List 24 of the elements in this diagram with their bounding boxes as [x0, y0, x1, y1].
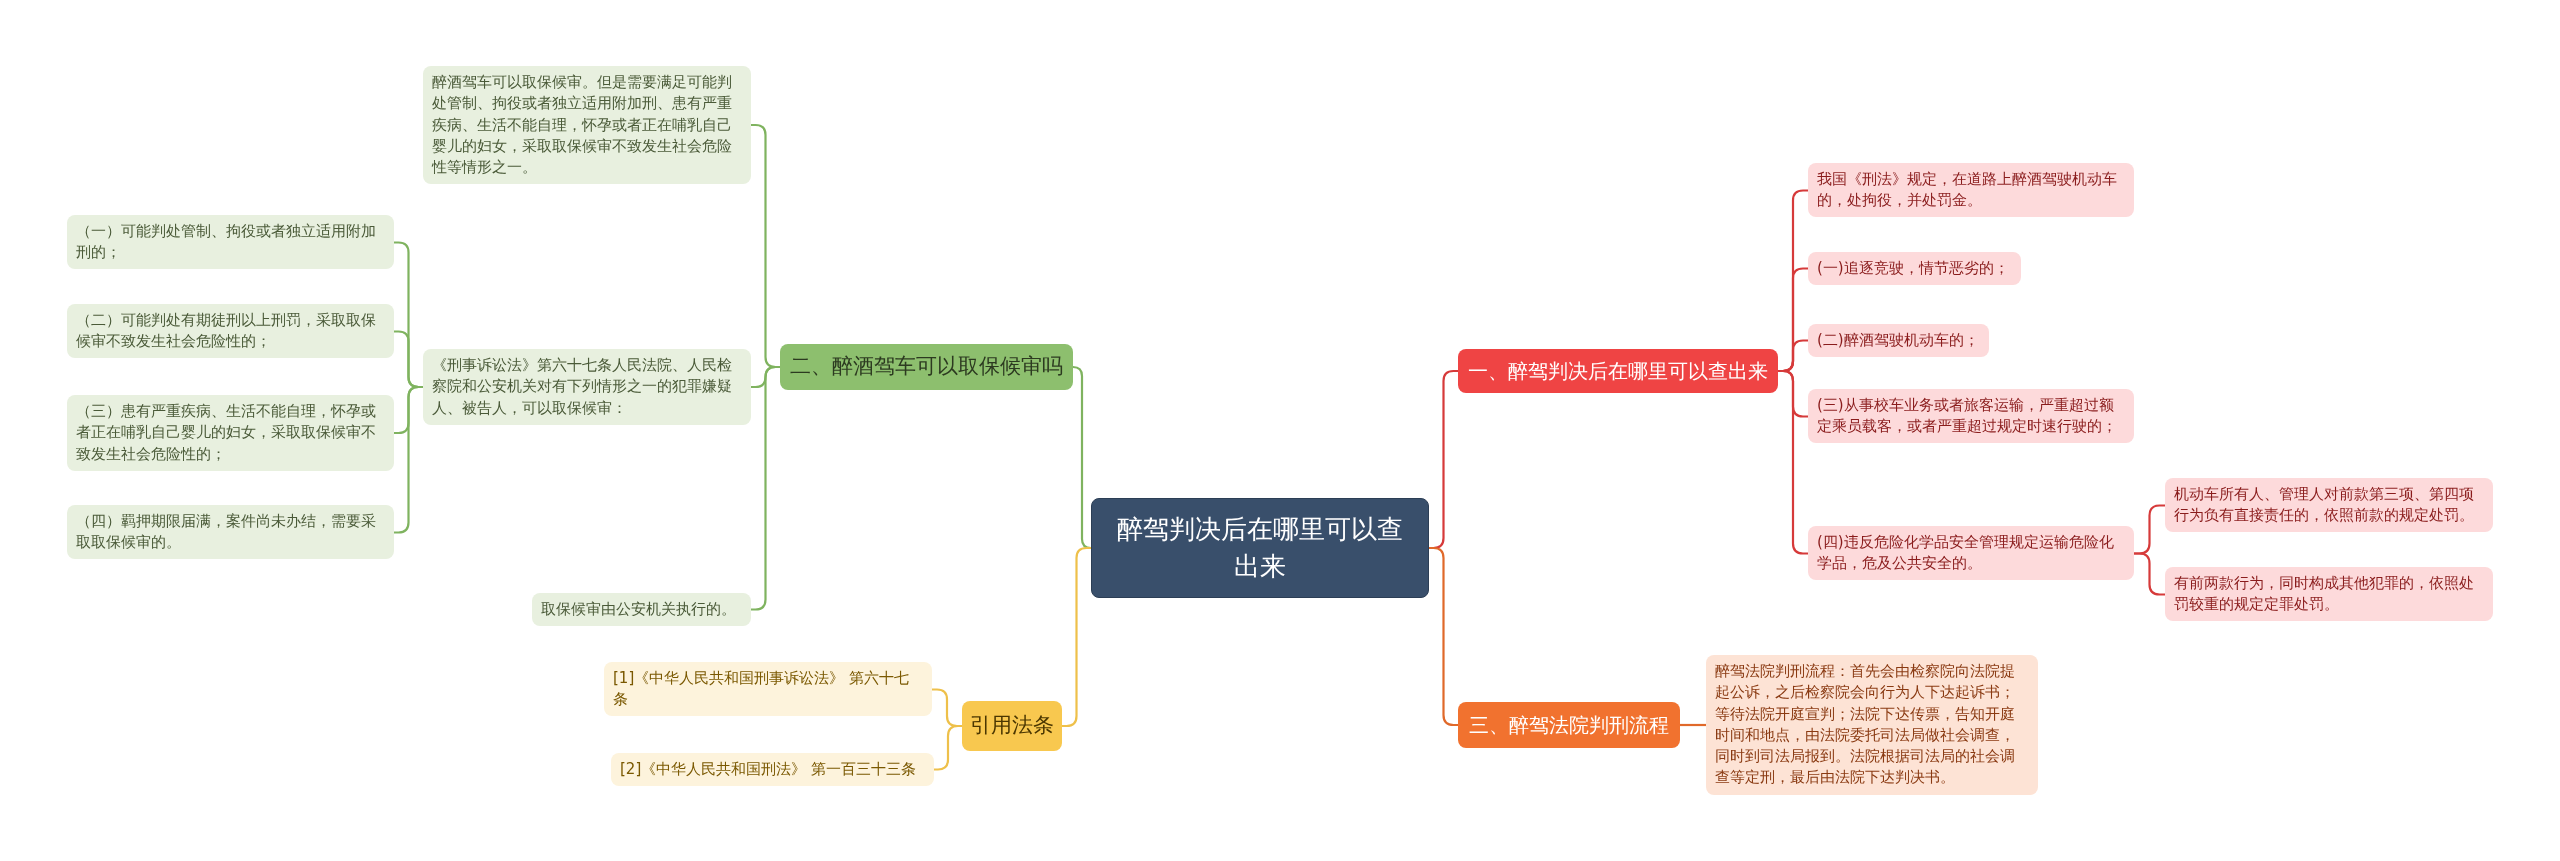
note-box: [1]《中华人民共和国刑事诉讼法》 第六十七条 — [604, 661, 932, 717]
note-box: 醉驾法院判刑流程：首先会由检察院向法院提起公诉，之后检察院会向行为人下达起诉书；等待法院开庭宣判；法院下达传票，告知开庭时间和地点，由法院委托司法局做社会调查，同时到司法局报到。法院根据司法局的社会调查等定刑，最后由法院下达判决书。 — [1706, 655, 2038, 795]
branch-topic-box: 一、醉驾判决后在哪里可以查出来 — [1458, 349, 1778, 394]
note-box: （一）可能判处管制、拘役或者独立适用附加刑的； — [67, 214, 394, 270]
connector-line — [1680, 723, 1706, 727]
branch-topic-box: 引用法条 — [962, 701, 1062, 751]
note-box: (四)违反危险化学品安全管理规定运输危险化学品，危及公共安全的。 — [1808, 525, 2134, 581]
note-box: （二）可能判处有期徒刑以上刑罚，采取取保候审不致发生社会危险性的； — [67, 303, 394, 359]
note-box: （四）羁押期限届满，案件尚未办结，需要采取取保候审的。 — [67, 504, 394, 560]
note-box: 醉酒驾车可以取保候审。但是需要满足可能判处管制、拘役或者独立适用附加刑、患有严重疾病、生活不能自理，怀孕或者正在哺乳自己婴儿的妇女，采取取保候审不致发生社会危险性等情形之一。 — [423, 66, 751, 185]
note-box: (一)追逐竞驶，情节恶劣的； — [1808, 251, 2021, 285]
note-box: (三)从事校车业务或者旅客运输，严重超过额定乘员载客，或者严重超过规定时速行驶的； — [1808, 388, 2134, 444]
note-box: 有前两款行为，同时构成其他犯罪的，依照处罚较重的规定定罪处罚。 — [2165, 566, 2493, 622]
note-box: （三）患有严重疾病、生活不能自理，怀孕或者正在哺乳自己婴儿的妇女，采取取保候审不致发生社会危险性的； — [67, 395, 394, 471]
note-box: (二)醉酒驾驶机动车的； — [1808, 323, 1989, 357]
note-box: 《刑事诉讼法》第六十七条人民法院、人民检察院和公安机关对有下列情形之一的犯罪嫌疑人、被告人，可以取保候审： — [423, 349, 751, 425]
connector-line — [2134, 552, 2165, 596]
central-topic-box: 醉驾判决后在哪里可以查出来 — [1091, 498, 1429, 598]
branch-topic-box: 二、醉酒驾车可以取保候审吗 — [780, 344, 1073, 390]
note-box: [2]《中华人民共和国刑法》 第一百三十三条 — [611, 752, 934, 786]
note-box: 我国《刑法》规定，在道路上醉酒驾驶机动车的，处拘役，并处罚金。 — [1808, 162, 2134, 218]
note-box: 机动车所有人、管理人对前款第三项、第四项行为负有直接责任的，依照前款的规定处罚。 — [2165, 477, 2493, 533]
note-box: 取保候审由公安机关执行的。 — [532, 592, 751, 626]
branch-topic-box: 三、醉驾法院判刑流程 — [1458, 702, 1680, 749]
